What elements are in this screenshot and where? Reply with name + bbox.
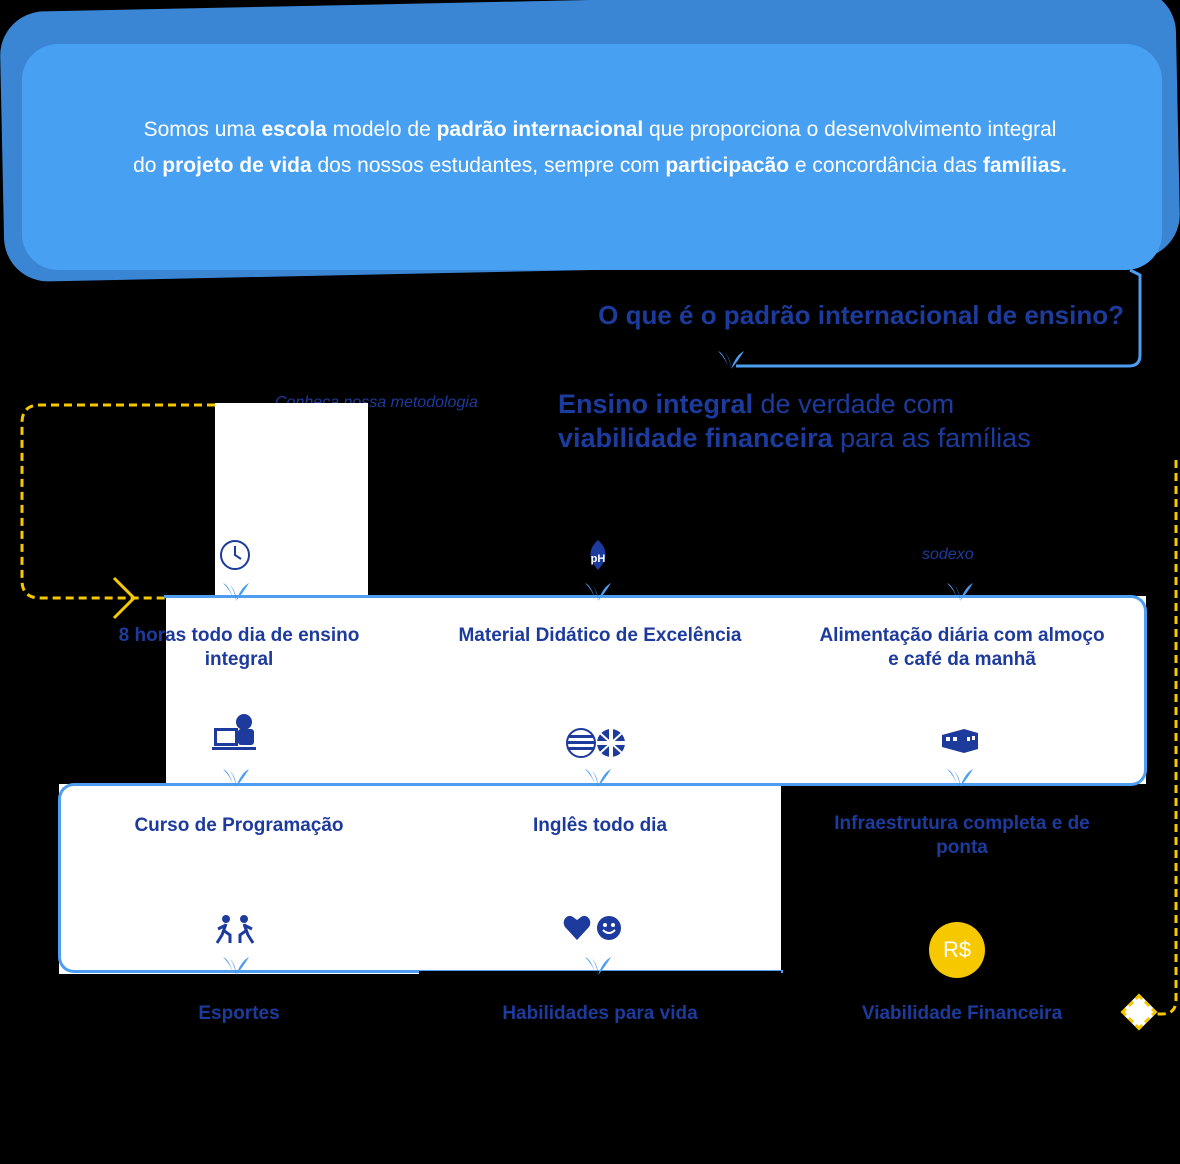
programmer-icon (212, 712, 258, 752)
building-icon (940, 724, 980, 756)
line1-segment: escola (261, 118, 327, 141)
leaf-mark-icon (945, 767, 975, 789)
panel-row-2-border (58, 783, 783, 973)
heart-smile-icon (563, 912, 623, 944)
banner (22, 44, 1162, 270)
banner-line-2: do projeto de vida dos nossos estudantes… (60, 148, 1140, 184)
line1-segment: padrão internacional (436, 118, 644, 141)
feature-life-skills: Habilidades para vida (502, 1003, 698, 1024)
svg-text:pH: pH (591, 553, 606, 565)
line1-segment: Somos uma (143, 118, 262, 141)
line2-segment: projeto de vida (162, 154, 312, 177)
sports-icon (214, 912, 256, 946)
line2-segment: famílias. (982, 154, 1067, 177)
feature-sports: Esportes (198, 1003, 280, 1024)
question-heading: O que é o padrão internacional de ensino… (598, 300, 1124, 330)
line1-segment: que proporciona o desenvolvimento integr… (643, 118, 1057, 141)
line1-segment: modelo de (326, 118, 437, 141)
banner-line-1: Somos uma escola modelo de padrão intern… (60, 112, 1140, 148)
feature-infrastructure: Infraestrutura completa e de ponta (834, 813, 1090, 858)
clock-icon (217, 537, 253, 573)
publisher-logo-icon: pH (580, 537, 616, 573)
leaf-mark-icon (945, 581, 975, 603)
line2-segment: dos nossos estudantes, sempre com (311, 154, 666, 177)
leaf-mark-icon (221, 767, 251, 789)
feature-material: Material Didático de Excelência (458, 625, 742, 646)
panel-row-2 (59, 784, 781, 974)
feature-meals: Alimentação diária com almoço e café da … (819, 625, 1105, 670)
subtitle-line-1: Ensino integral de verdade com (558, 389, 955, 419)
leaf-mark-icon (583, 767, 613, 789)
leaf-mark-icon (583, 581, 613, 603)
line2-segment: e concordância das (789, 154, 983, 177)
feature-programming: Curso de Programação (134, 815, 344, 836)
sodexo-logo-icon: sodexo (922, 546, 974, 563)
leaf-mark-icon (221, 955, 251, 977)
line2-segment: participacão (665, 154, 790, 177)
panel-row-2-gap (419, 971, 781, 976)
panel-row-1 (166, 596, 1146, 784)
subtitle-line-2: viabilidade financeira para as famílias (558, 423, 1031, 453)
feature-full-time: 8 horas todo dia de ensino integral (118, 625, 360, 670)
leaf-mark-icon (716, 349, 746, 371)
banner-text: Somos uma escola modelo de padrão intern… (60, 112, 1140, 184)
feature-financial: Viabilidade Financeira (861, 1003, 1063, 1024)
feature-english: Inglês todo dia (532, 815, 668, 836)
us-uk-flags-icon (565, 726, 629, 760)
line2-segment: do (133, 154, 163, 177)
money-icon: R$ (929, 922, 985, 978)
leaf-mark-icon (221, 581, 251, 603)
leaf-mark-icon (583, 955, 613, 977)
